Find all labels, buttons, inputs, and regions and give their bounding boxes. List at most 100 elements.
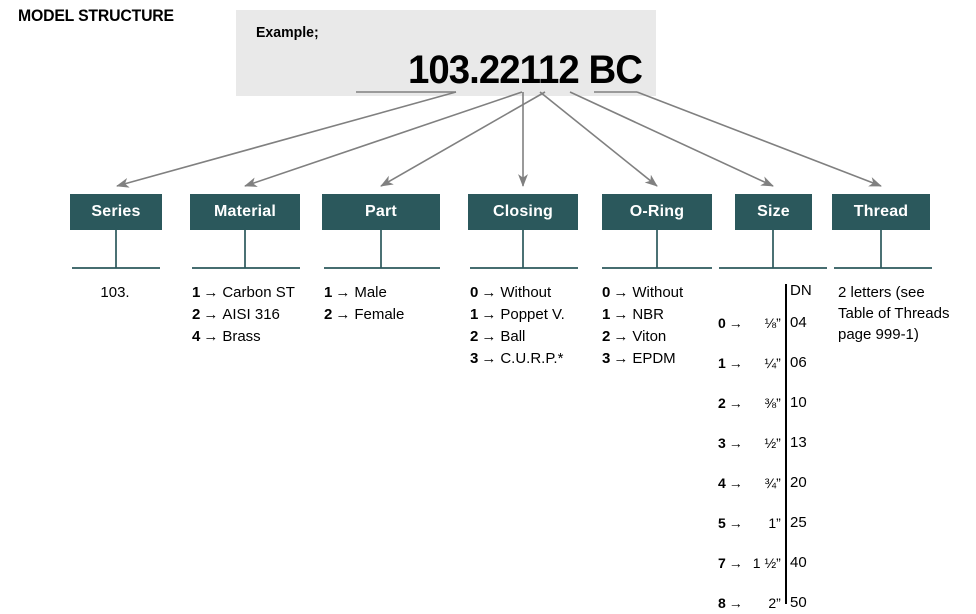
table-row: 0→⅛”04	[718, 312, 807, 334]
arrow-icon: →	[728, 555, 743, 571]
item-text: Viton	[632, 328, 667, 345]
arrow-icon: →	[481, 350, 497, 367]
item-code: 2	[718, 395, 726, 411]
item-dn: 40	[790, 554, 807, 571]
arrow-icon: →	[481, 328, 497, 345]
item-code: 3	[470, 350, 479, 367]
item-text: C.U.R.P.*	[500, 350, 564, 367]
item-size: 1 ½”	[752, 555, 781, 571]
item-dn: 10	[790, 394, 807, 411]
table-row: 4→¾”20	[718, 472, 807, 494]
table-row: 2→ ⅜” 10	[718, 392, 807, 414]
item-code: 3	[718, 435, 726, 451]
item-dn: 06	[790, 354, 807, 371]
list-item: 2→Female	[324, 304, 404, 326]
thread-line: Table of Threads	[838, 305, 950, 322]
item-size: ¾”	[764, 475, 781, 491]
item-code: 1	[718, 355, 726, 371]
item-text: EPDM	[632, 350, 676, 367]
item-code: 2	[192, 306, 201, 323]
item-dn: 04	[790, 314, 807, 331]
item-size: 2”	[768, 595, 781, 611]
size-dn-header: DN	[790, 282, 812, 299]
arrow-icon: →	[613, 350, 629, 367]
list-item: 3→EPDM	[602, 348, 683, 370]
column-thread: 2 letters (see Table of Threads page 999…	[838, 282, 949, 345]
list-item: 1→NBR	[602, 304, 683, 326]
list-item: 0→Without	[602, 282, 683, 304]
arrow-icon: →	[728, 435, 743, 451]
segment-box-oring[interactable]: O-Ring	[602, 194, 712, 230]
segment-label-series: Series	[91, 203, 141, 220]
item-code: 1	[470, 306, 479, 323]
arrow-icon: →	[203, 284, 219, 301]
item-size: ⅜”	[764, 395, 781, 411]
arrow-icon: →	[728, 515, 743, 531]
item-code: 4	[718, 475, 726, 491]
example-label: Example;	[256, 24, 319, 41]
item-code: 1	[192, 284, 201, 301]
item-dn: 50	[790, 594, 807, 611]
arrow-icon: →	[335, 284, 351, 301]
item-code: 2	[470, 328, 479, 345]
arrow-icon: →	[613, 328, 629, 345]
item-text: Brass	[222, 328, 261, 345]
item-code: 1	[324, 284, 333, 301]
list-item: 2→AISI 316	[192, 304, 295, 326]
item-code: 8	[718, 595, 726, 611]
arrow-icon: →	[728, 595, 743, 611]
column-series: 103.	[70, 282, 160, 304]
item-code: 4	[192, 328, 201, 345]
list-item: 0→Without	[470, 282, 565, 304]
item-dn: 13	[790, 434, 807, 451]
column-part: 1→Male 2→Female	[324, 282, 404, 326]
list-item: 4→Brass	[192, 326, 295, 348]
table-row: 3→½”13	[718, 432, 807, 454]
segment-box-thread[interactable]: Thread	[832, 194, 930, 230]
arrow-icon: →	[335, 306, 351, 323]
example-panel: Example; 103.22112 BC	[236, 10, 656, 96]
arrow-icon: →	[728, 315, 743, 331]
thread-line: page 999-1)	[838, 326, 919, 343]
segment-box-part[interactable]: Part	[322, 194, 440, 230]
segment-box-closing[interactable]: Closing	[468, 194, 578, 230]
list-item: 1→Male	[324, 282, 404, 304]
thread-line: 2 letters (see	[838, 284, 925, 301]
arrow-icon: →	[613, 284, 629, 301]
item-text: Male	[354, 284, 387, 301]
item-dn: 25	[790, 514, 807, 531]
segment-label-material: Material	[213, 203, 277, 220]
item-text: NBR	[632, 306, 665, 323]
item-code: 5	[718, 515, 726, 531]
item-code: 2	[324, 306, 333, 323]
segment-box-series[interactable]: Series	[70, 194, 162, 230]
item-size: 1”	[768, 515, 781, 531]
item-code: 0	[602, 284, 611, 301]
item-code: 1	[602, 306, 611, 323]
segment-box-size[interactable]: Size	[735, 194, 812, 230]
arrow-icon: →	[203, 306, 219, 323]
arrow-icon: →	[481, 284, 497, 301]
table-row: 7→ 1 ½” 40	[718, 552, 807, 574]
list-item: 2→Viton	[602, 326, 683, 348]
item-code: 3	[602, 350, 611, 367]
list-item: 2→Ball	[470, 326, 565, 348]
column-material: 1→Carbon ST 2→AISI 316 4→Brass	[192, 282, 295, 348]
item-code: 7	[718, 555, 726, 571]
item-text: Ball	[500, 328, 526, 345]
table-row: 8→ 2” 50	[718, 592, 807, 614]
table-row: 5→ 1” 25	[718, 512, 807, 534]
item-text: Poppet V.	[500, 306, 565, 323]
arrow-icon: →	[728, 395, 743, 411]
arrow-icon: →	[728, 475, 743, 491]
item-text: Without	[500, 284, 552, 301]
segment-label-part: Part	[365, 203, 397, 220]
item-text: Without	[632, 284, 684, 301]
example-code: 103.22112 BC	[407, 48, 643, 92]
segment-label-thread: Thread	[853, 203, 909, 220]
segment-box-material[interactable]: Material	[190, 194, 300, 230]
arrow-icon: →	[481, 306, 497, 323]
item-text: Female	[354, 306, 405, 323]
list-item: 3→C.U.R.P.*	[470, 348, 565, 370]
